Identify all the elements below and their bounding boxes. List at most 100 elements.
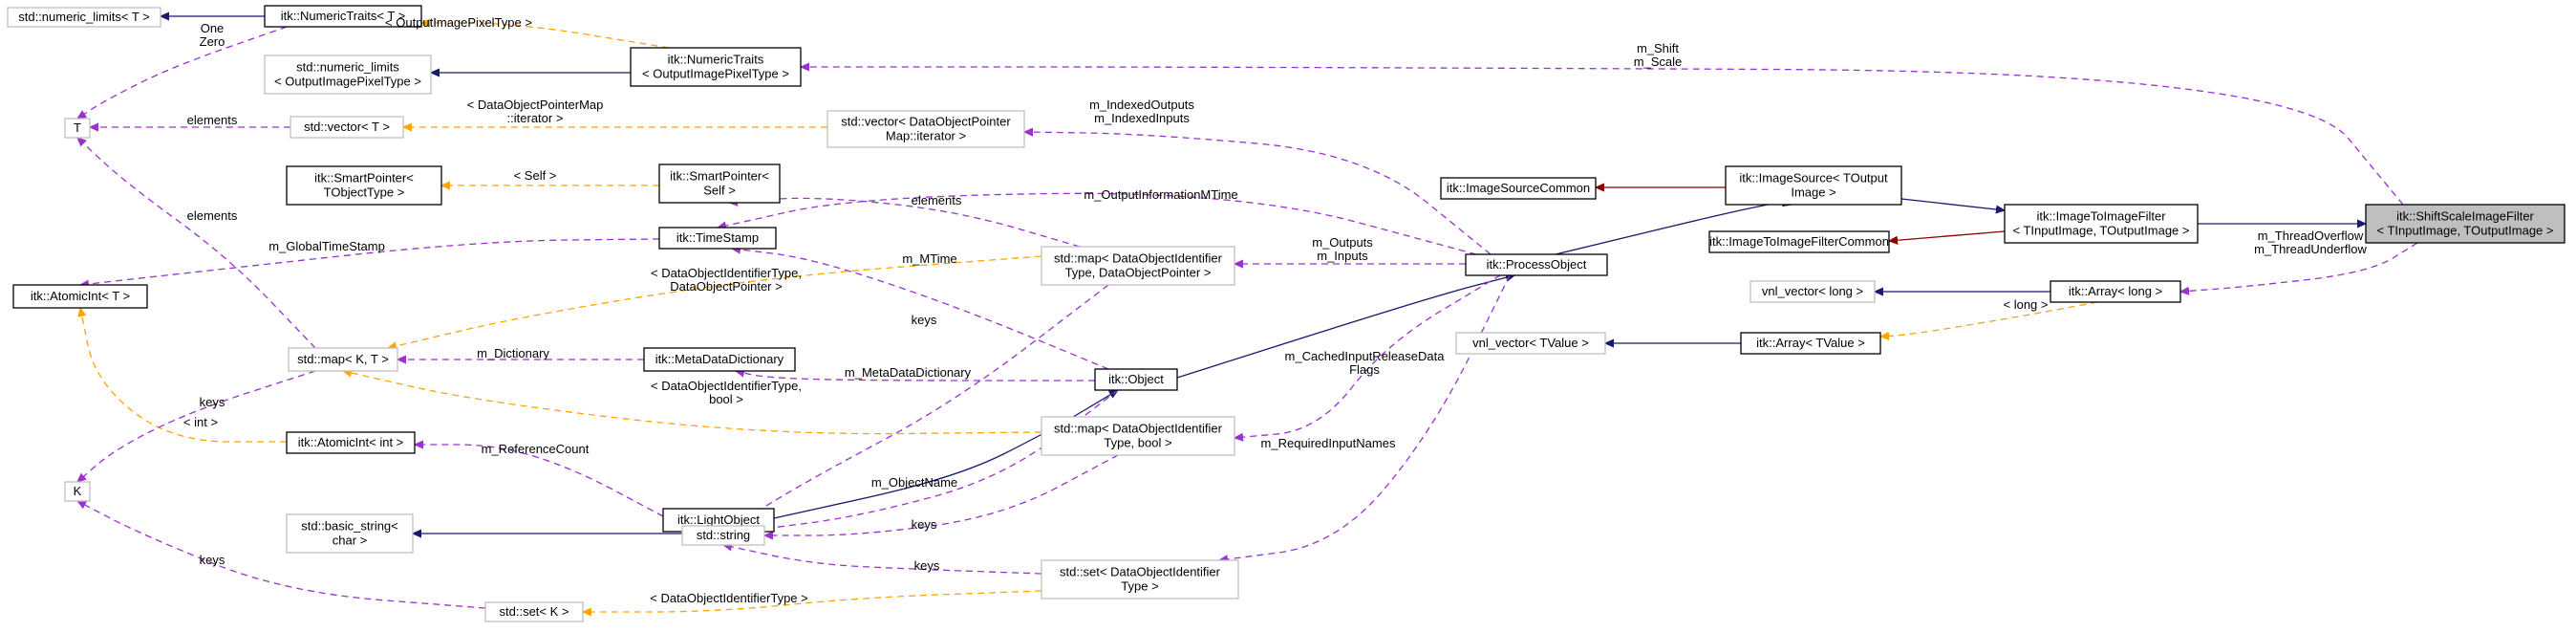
edge-template-numtraits-out-to-numtraits-T <box>421 23 670 49</box>
edge-label: < DataObjectIdentifierType > <box>650 591 807 605</box>
edge-label: Zero <box>200 34 225 49</box>
edge-label: bool > <box>709 392 743 406</box>
class-node-string[interactable]: std::string <box>681 525 765 546</box>
class-node-smartptr-T[interactable]: itk::SmartPointer<TObjectType > <box>286 165 442 206</box>
edge-member-processobject-to-map-dob <box>1234 274 1501 438</box>
class-node-numlim-T[interactable]: std::numeric_limits< T > <box>7 7 161 28</box>
class-node-label: std::map< DataObjectIdentifier <box>1054 251 1223 266</box>
edge-member-processobject-to-timestamp <box>718 192 1477 255</box>
class-node-vector-T[interactable]: std::vector< T > <box>290 116 404 139</box>
edge-member-object-to-metadatadict <box>736 371 1095 381</box>
class-node-vector-dop[interactable]: std::vector< DataObjectPointerMap::itera… <box>826 110 1025 148</box>
edge-label: elements <box>187 208 238 223</box>
class-node-i2i-common[interactable]: itk::ImageToImageFilterCommon <box>1708 230 1890 253</box>
class-node-label: itk::AtomicInt< int > <box>298 435 404 449</box>
edge-label: keys <box>912 517 937 532</box>
edge-label: m_Inputs <box>1317 249 1368 263</box>
class-node-box <box>288 347 398 372</box>
edge-member-map-dob-to-string <box>764 454 1119 535</box>
class-node-T[interactable]: T <box>64 118 91 139</box>
class-node-imgsrc-common[interactable]: itk::ImageSourceCommon <box>1440 177 1597 200</box>
class-node-numtraits-T[interactable]: itk::NumericTraits< T > <box>264 5 422 28</box>
edge-label: keys <box>200 395 225 409</box>
class-node-vnl-long[interactable]: vnl_vector< long > <box>1750 280 1876 303</box>
edge-label: m_Scale <box>1634 54 1683 69</box>
class-node-shiftscale[interactable]: itk::ShiftScaleImageFilter< TInputImage,… <box>2365 204 2565 244</box>
class-node-label: < OutputImagePixelType > <box>274 75 421 89</box>
edge-label: < DataObjectIdentifierType, <box>651 379 802 393</box>
edge-label: m_IndexedInputs <box>1094 111 1190 125</box>
edge-label: keys <box>912 313 937 327</box>
class-node-label: TObjectType > <box>324 185 405 200</box>
edge-label: m_IndexedOutputs <box>1089 98 1194 112</box>
class-node-imgsrc[interactable]: itk::ImageSource< TOutputImage > <box>1725 165 1902 206</box>
class-node-processobject[interactable]: itk::ProcessObject <box>1465 253 1608 276</box>
edge-label: < DataObjectIdentifierType, <box>651 266 802 280</box>
class-node-box <box>286 431 416 454</box>
edge-template-map-dob-to-map-KT <box>343 371 1042 435</box>
class-node-object[interactable]: itk::Object <box>1094 368 1178 391</box>
class-node-map-KT[interactable]: std::map< K, T > <box>288 347 398 372</box>
edge-label: m_ObjectName <box>871 475 957 490</box>
class-node-box <box>2050 280 2181 303</box>
class-node-label: std::map< DataObjectIdentifier <box>1054 422 1223 436</box>
class-node-smartptr-self[interactable]: itk::SmartPointer<Self > <box>658 163 781 204</box>
class-node-basic-string[interactable]: std::basic_string<char > <box>286 513 414 554</box>
class-node-set-dot[interactable]: std::set< DataObjectIdentifierType > <box>1041 559 1239 599</box>
edge-member-processobject-to-set-dot <box>1219 274 1511 560</box>
class-node-vnl-TValue[interactable]: vnl_vector< TValue > <box>1455 332 1606 355</box>
class-node-label: Type, bool > <box>1104 436 1171 450</box>
class-node-box <box>826 110 1025 148</box>
class-node-box <box>1740 332 1881 355</box>
edge-member-shiftscale-to-numtraits-out <box>801 67 2404 206</box>
class-node-label: itk::MetaDataDictionary <box>655 352 784 366</box>
class-node-map-dob[interactable]: std::map< DataObjectIdentifierType, bool… <box>1041 416 1235 456</box>
edge-label: m_GlobalTimeStamp <box>268 239 385 253</box>
class-node-box <box>1725 165 1902 206</box>
class-node-K[interactable]: K <box>64 481 91 502</box>
class-node-label: std::numeric_limits< T > <box>18 10 150 24</box>
class-node-label: itk::TimeStamp <box>676 230 759 245</box>
class-node-label: itk::NumericTraits< T > <box>281 9 406 23</box>
class-node-label: < OutputImagePixelType > <box>642 67 789 81</box>
class-node-label: itk::SmartPointer< <box>670 169 769 184</box>
class-node-box <box>1041 246 1235 286</box>
class-node-atomicint-int[interactable]: itk::AtomicInt< int > <box>286 431 416 454</box>
class-node-label: std::basic_string< <box>301 519 398 534</box>
class-node-box <box>1041 416 1235 456</box>
class-node-box <box>1708 230 1890 253</box>
class-node-box <box>1455 332 1606 355</box>
class-node-label: T <box>74 120 81 135</box>
edge-member-set-dot-to-string <box>723 545 1042 575</box>
edge-member-map-KT-to-K <box>77 370 316 482</box>
class-node-label: itk::LightObject <box>677 512 760 527</box>
edge-label: m_ReferenceCount <box>482 442 590 456</box>
edge-template-set-dot-to-set-K <box>583 590 1042 612</box>
class-node-label: itk::NumericTraits <box>668 53 764 67</box>
class-node-atomicint-T[interactable]: itk::AtomicInt< T > <box>12 284 148 309</box>
class-node-array-TValue[interactable]: itk::Array< TValue > <box>1740 332 1881 355</box>
edge-member-processobject-to-vector-dop <box>1024 132 1492 255</box>
class-node-timestamp[interactable]: itk::TimeStamp <box>658 227 777 250</box>
class-node-metadatadict[interactable]: itk::MetaDataDictionary <box>643 347 796 372</box>
class-node-label: itk::AtomicInt< T > <box>31 289 130 303</box>
edge-label: < Self > <box>514 168 557 183</box>
class-node-label: itk::ImageToImageFilterCommon <box>1709 234 1889 249</box>
edge-inherit-imgsrc-to-i2i <box>1900 198 2005 210</box>
edge-label: m_OutputInformationMTime <box>1084 187 1237 202</box>
class-node-box <box>2004 204 2199 244</box>
class-node-box <box>1750 280 1876 303</box>
edge-member-map-dop-to-string <box>733 284 1109 526</box>
class-node-array-long[interactable]: itk::Array< long > <box>2050 280 2181 303</box>
class-node-numlim-out[interactable]: std::numeric_limits< OutputImagePixelTyp… <box>264 54 432 95</box>
class-node-box <box>12 284 148 309</box>
class-node-box <box>2365 204 2565 244</box>
class-node-map-dop[interactable]: std::map< DataObjectIdentifierType, Data… <box>1041 246 1235 286</box>
class-node-i2i[interactable]: itk::ImageToImageFilter< TInputImage, TO… <box>2004 204 2199 244</box>
class-node-set-K[interactable]: std::set< K > <box>484 601 584 622</box>
class-node-box <box>7 7 161 28</box>
edge-member-object-to-string <box>764 389 1119 529</box>
class-node-box <box>286 165 442 206</box>
edge-label: m_MetaDataDictionary <box>845 365 972 380</box>
class-node-numtraits-out[interactable]: itk::NumericTraits< OutputImagePixelType… <box>630 47 802 87</box>
